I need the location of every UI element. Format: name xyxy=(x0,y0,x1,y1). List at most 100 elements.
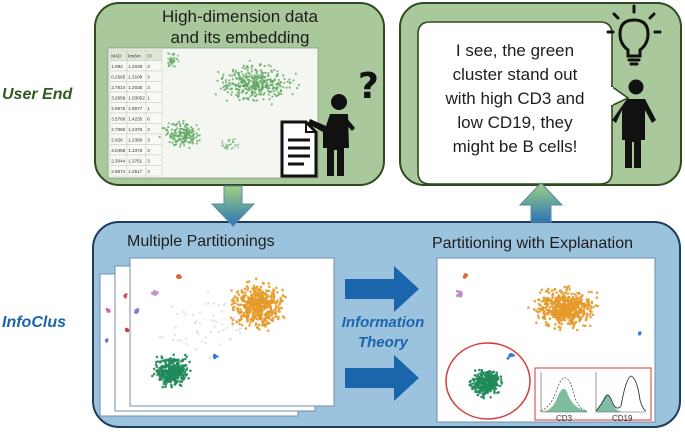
embedding-point xyxy=(245,97,248,100)
partition-point xyxy=(204,302,208,306)
embedding-point xyxy=(167,125,170,129)
partition-point xyxy=(171,305,174,308)
explanation-point xyxy=(462,275,466,279)
partition-point xyxy=(246,306,250,309)
explanation-point xyxy=(483,383,487,386)
explanation-point xyxy=(480,386,483,390)
partition-point xyxy=(235,329,238,332)
explanation-point xyxy=(587,303,591,307)
explanation-point xyxy=(495,374,499,377)
partition-point xyxy=(280,306,283,310)
explanation-point xyxy=(551,294,554,298)
table-cell: 1.3761 xyxy=(128,159,142,164)
partition-point xyxy=(176,368,180,371)
embedding-point xyxy=(275,83,278,86)
embedding-point xyxy=(273,93,276,96)
embedding-point xyxy=(182,119,185,123)
explanation-point xyxy=(560,322,564,326)
embedding-point xyxy=(172,122,175,125)
table-cell: Cl xyxy=(147,54,151,59)
partition-point xyxy=(231,322,234,325)
embedding-point xyxy=(250,89,253,92)
embedding-point xyxy=(232,146,235,149)
partition-point xyxy=(183,357,187,361)
embedding-point xyxy=(168,141,171,144)
infoclus-label: InfoClus xyxy=(2,314,66,331)
embedding-point xyxy=(282,74,285,77)
embedding-point xyxy=(234,69,237,72)
partition-point xyxy=(281,299,284,303)
explanation-point xyxy=(563,300,567,303)
embedding-point xyxy=(221,142,224,145)
explanation-point xyxy=(568,315,571,318)
table-cell: 1.9677 xyxy=(128,106,142,111)
partition-point xyxy=(235,320,239,324)
partition-point xyxy=(167,358,171,362)
partition-point xyxy=(195,320,198,323)
partition-point xyxy=(276,317,280,321)
partition-point xyxy=(213,325,216,328)
explanation-point xyxy=(491,387,494,391)
partition-point xyxy=(260,317,263,321)
partition-point xyxy=(166,379,170,383)
explanation-point xyxy=(573,292,576,296)
explanation-point xyxy=(568,288,571,291)
explanation-point xyxy=(460,292,464,296)
embedding-point xyxy=(174,129,177,132)
partition-point xyxy=(274,315,278,318)
partition-point xyxy=(204,336,207,339)
embedding-point xyxy=(167,52,170,55)
insight-line5: might be B cells! xyxy=(452,137,578,156)
partitioning-sheets xyxy=(99,257,335,417)
data-title-line1: High-dimension data xyxy=(162,7,318,26)
embedding-point xyxy=(230,147,233,150)
partition-point xyxy=(176,376,180,380)
partition-point xyxy=(213,319,216,323)
partition-point xyxy=(215,355,219,358)
table-cell: 3.2658 xyxy=(111,96,125,101)
explanation-point xyxy=(586,307,590,310)
partition-point xyxy=(232,299,235,302)
partition-point xyxy=(210,319,213,322)
embedding-point xyxy=(231,82,234,85)
partition-point xyxy=(175,358,178,362)
explanation-point xyxy=(473,369,477,372)
embedding-point xyxy=(288,86,291,89)
embedding-point xyxy=(177,60,180,63)
partition-point xyxy=(230,289,233,292)
table-cell: 3 xyxy=(147,127,150,132)
explanation-point xyxy=(494,379,497,383)
partition-point xyxy=(262,319,265,323)
partition-point xyxy=(231,324,234,328)
explanation-point xyxy=(538,310,542,313)
embedding-point xyxy=(253,99,256,102)
partition-point xyxy=(161,368,164,372)
embedding-point xyxy=(241,77,244,80)
partition-point xyxy=(240,314,244,317)
explanation-point xyxy=(576,302,579,305)
explanation-point xyxy=(533,299,537,303)
explanation-point xyxy=(554,314,557,317)
embedding-point xyxy=(223,84,227,87)
partition-point xyxy=(173,379,177,382)
explanation-point xyxy=(491,374,495,378)
partition-point xyxy=(152,367,156,371)
partition-point xyxy=(275,286,278,290)
embedding-point xyxy=(177,120,180,123)
partition-point xyxy=(226,326,229,330)
embedding-point xyxy=(198,134,201,137)
embedding-point xyxy=(251,90,254,94)
partition-point xyxy=(261,293,264,296)
partition-point xyxy=(267,329,270,333)
table-cell: 6 xyxy=(147,117,150,122)
embedding-point xyxy=(184,132,187,135)
embedding-point xyxy=(296,87,299,90)
explanation-point xyxy=(550,299,553,303)
table-cell: 2.8674 xyxy=(111,169,125,174)
explanation-point xyxy=(584,305,587,308)
explanation-point xyxy=(585,298,589,301)
explanation-point xyxy=(590,300,594,304)
partition-point xyxy=(261,300,264,304)
partition-point xyxy=(168,367,171,371)
partition-point xyxy=(184,337,187,340)
